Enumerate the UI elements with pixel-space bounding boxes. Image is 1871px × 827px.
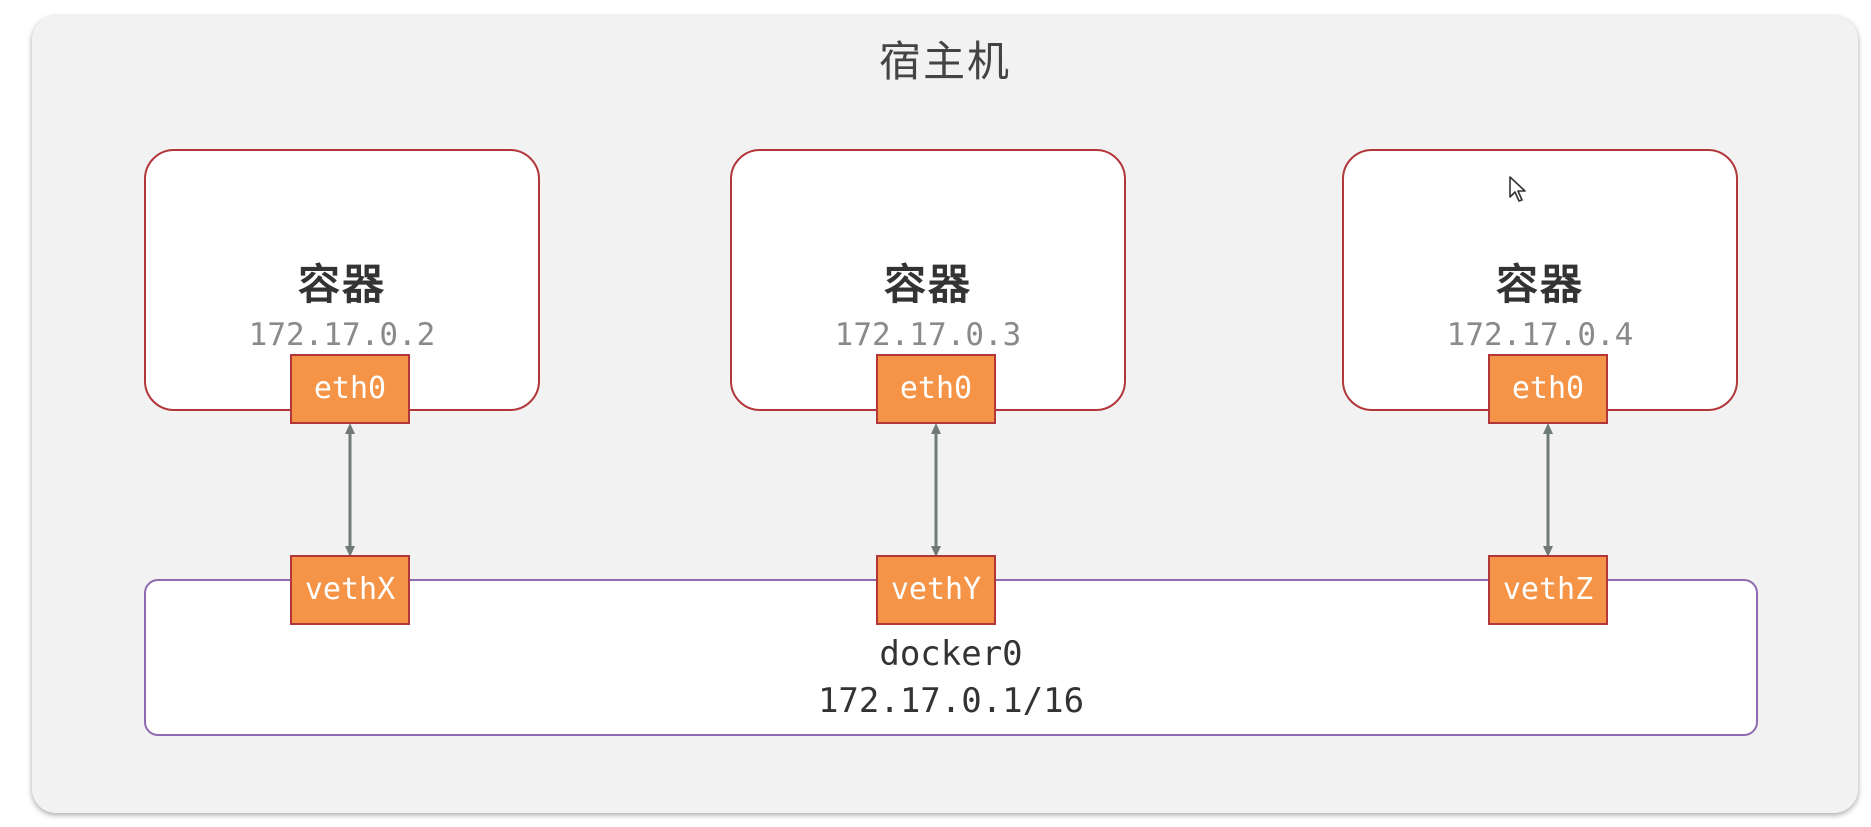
bridge-interface-vethy: vethY	[876, 555, 996, 625]
mouse-pointer-icon	[1509, 176, 1526, 202]
container-name-1: 容器	[297, 260, 386, 309]
container-interface-eth0-3: eth0	[1488, 354, 1608, 424]
container-interface-eth0-2: eth0	[876, 354, 996, 424]
container-ip-2: 172.17.0.3	[834, 317, 1022, 353]
container-ip-1: 172.17.0.2	[248, 317, 436, 353]
container-ip-3: 172.17.0.4	[1446, 317, 1634, 353]
bridge-ip: 172.17.0.1/16	[817, 681, 1085, 721]
container-name-2: 容器	[883, 260, 972, 309]
container-interface-eth0-1: eth0	[290, 354, 410, 424]
container-name-3: 容器	[1495, 260, 1584, 309]
bridge-name: docker0	[879, 634, 1023, 674]
host-title: 宿主机	[878, 37, 1011, 86]
bridge-interface-vethz: vethZ	[1488, 555, 1608, 625]
bridge-interface-vethx: vethX	[290, 555, 410, 625]
